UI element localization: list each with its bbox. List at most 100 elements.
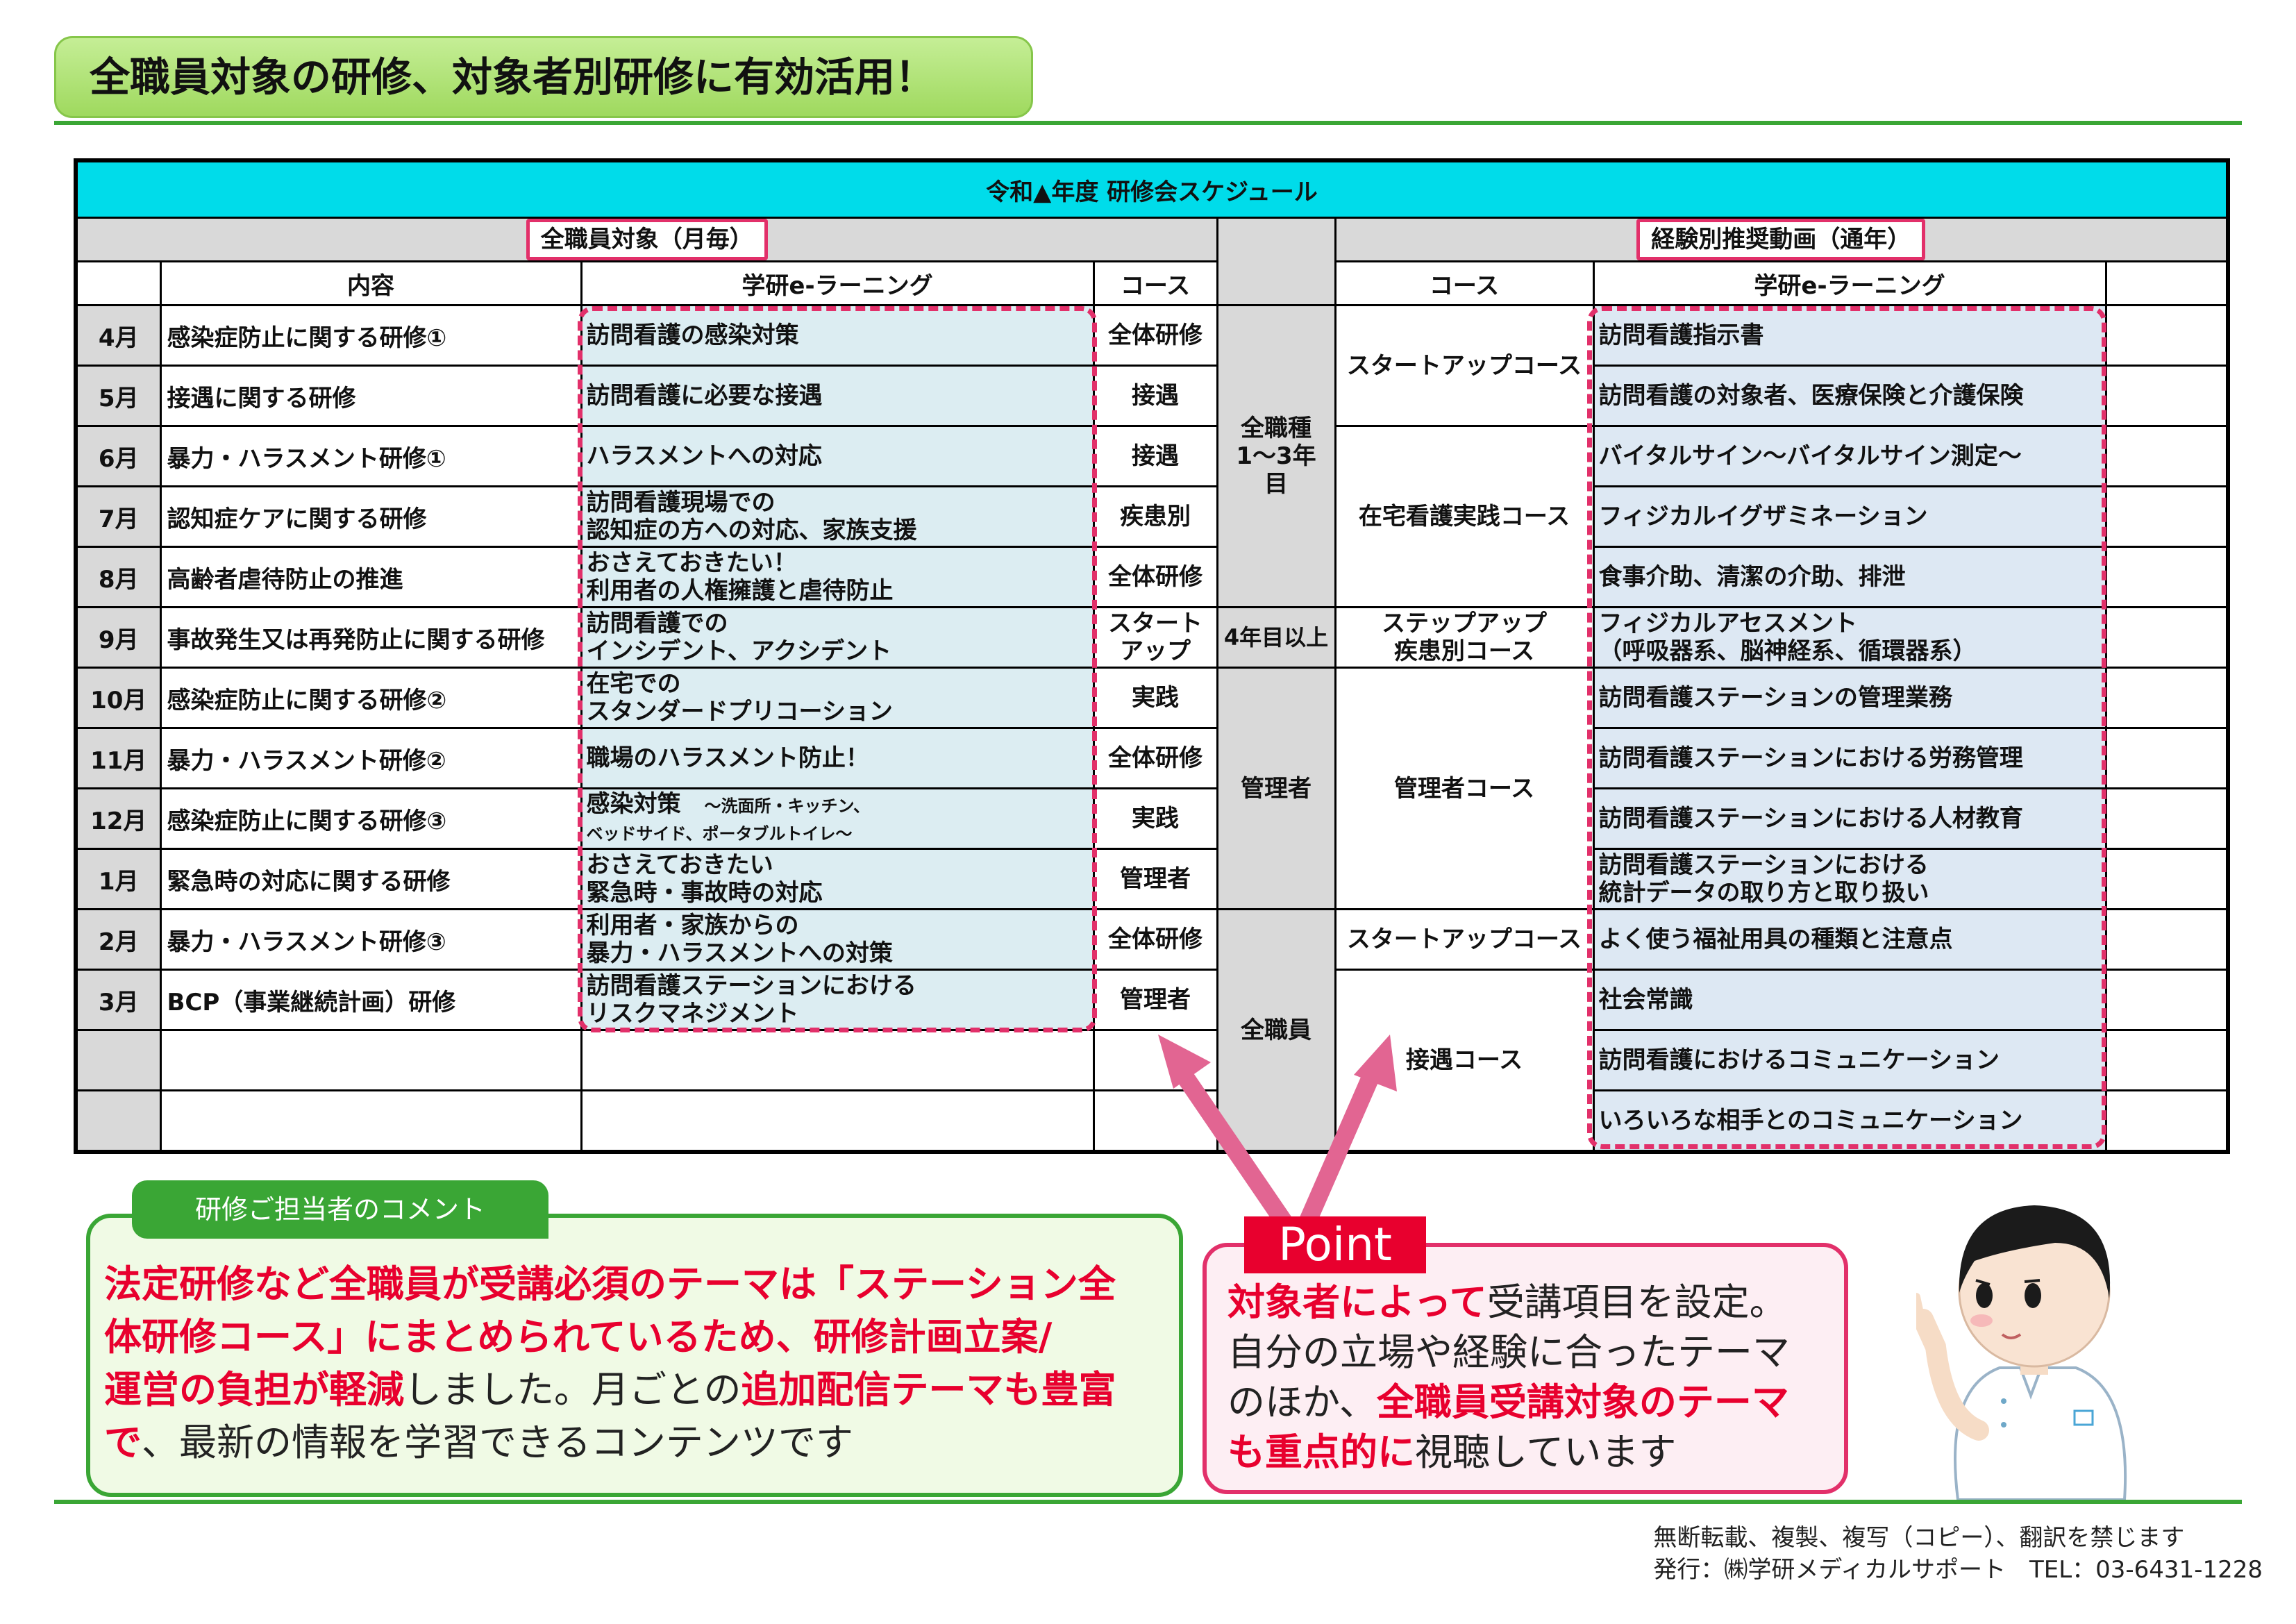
course-line: 接遇 [1132, 442, 1179, 470]
learning-line: 訪問看護ステーションにおける [586, 972, 916, 1000]
learning-cell: ハラスメントへの対応 [580, 425, 1095, 487]
right-course-cell: スタートアップコース [1334, 908, 1595, 971]
learning-line: ハラスメントへの対応 [586, 442, 822, 470]
table-row: 1月 緊急時の対応に関する研修 おさえておきたい 緊急時・事故時の対応 管理者 … [74, 848, 2229, 910]
video-cell: バイタルサイン～バイタルサイン測定～ [1592, 425, 2107, 487]
point-emphasis: 対象者によって [1227, 1280, 1487, 1324]
blank-cell [2104, 727, 2229, 789]
course-cell: 接遇 [1092, 425, 1218, 487]
comment-plain: しました。月ごとの [404, 1368, 741, 1412]
blank-cell [2104, 425, 2229, 487]
month-cell: 9月 [74, 606, 162, 669]
video-cell: 訪問看護ステーションにおける人材教育 [1592, 787, 2107, 850]
course-line: 管理者 [1120, 865, 1191, 893]
learning-line: 認知症の方への対応、家族支援 [586, 517, 917, 544]
footer: 無断転載、複製、複写（コピー）、翻訳を禁じます 発行：㈱学研メディカルサポート … [1653, 1522, 2263, 1586]
learning-line: 暴力・ハラスメントへの対策 [586, 939, 893, 967]
course-line: 全体研修 [1108, 563, 1203, 591]
video-line: フィジカルイグザミネーション [1598, 503, 1928, 530]
point-box [1203, 1243, 1848, 1494]
top-divider [54, 121, 2242, 125]
content-header: 内容 [159, 260, 583, 306]
learning-line: 利用者の人権擁護と虐待防止 [586, 577, 894, 605]
video-cell: 訪問看護ステーションにおける 統計データの取り方と取り扱い [1592, 848, 2107, 910]
learning-line: インシデント、アクシデント [586, 637, 892, 665]
blank-cell [2104, 667, 2229, 729]
topic-cell: 暴力・ハラスメント研修② [159, 727, 583, 789]
course-cell: 管理者 [1092, 969, 1218, 1031]
course-cell: 全体研修 [1092, 304, 1218, 367]
video-cell: フィジカルイグザミネーション [1592, 485, 2107, 548]
topic-cell [159, 1029, 583, 1091]
table-row: 9月 事故発生又は再発防止に関する研修 訪問看護での インシデント、アクシデント… [74, 606, 2229, 669]
comment-emphasis: 追加配信テーマも豊富 [741, 1368, 1116, 1412]
learning-cell: 利用者・家族からの 暴力・ハラスメントへの対策 [580, 908, 1095, 971]
video-cell: 訪問看護の対象者、医療保険と介護保険 [1592, 365, 2107, 427]
learning-line: 訪問看護での [586, 610, 728, 637]
topic-cell: 感染症防止に関する研修① [159, 304, 583, 367]
video-line: （呼吸器系、脳神経系、循環器系） [1598, 637, 1977, 665]
right-course-cell: ステップアップ 疾患別コース [1334, 606, 1595, 669]
topic-cell: 感染症防止に関する研修③ [159, 787, 583, 850]
comment-emphasis: 体研修コース」にまとめられているため、研修計画立案/ [104, 1315, 1053, 1359]
month-cell: 6月 [74, 425, 162, 487]
comment-box [86, 1214, 1183, 1497]
learning-sub: ベッドサイド、ポータブルトイレ～ [586, 823, 853, 844]
month-cell: 10月 [74, 667, 162, 729]
topic-cell [159, 1089, 583, 1153]
video-line: 訪問看護ステーションにおける労務管理 [1598, 744, 2023, 772]
right-course-header: コース [1334, 260, 1595, 306]
learning-cell: おさえておきたい 緊急時・事故時の対応 [580, 848, 1095, 910]
group-line: 全職種 [1241, 415, 1312, 442]
topic-cell: 暴力・ハラスメント研修① [159, 425, 583, 487]
table-row: 6月 暴力・ハラスメント研修① ハラスメントへの対応 接遇 在宅看護実践コース … [74, 425, 2229, 608]
table-row: 12月 感染症防止に関する研修③ 感染対策 ～洗面所・キッチン、 ベッドサイド、… [74, 787, 2229, 850]
learning-line: 訪問看護の感染対策 [586, 321, 799, 349]
video-line: 訪問看護ステーションにおける人材教育 [1598, 805, 2023, 832]
blank-cell [2104, 365, 2229, 427]
course-cell: 全体研修 [1092, 546, 1218, 608]
video-line: よく使う福祉用具の種類と注意点 [1598, 926, 1953, 953]
month-cell: 4月 [74, 304, 162, 367]
right-course-cell: スタートアップコース [1334, 304, 1595, 427]
table-row: 5月 接遇に関する研修 訪問看護に必要な接遇 接遇 訪問看護の対象者、医療保険と… [74, 365, 2229, 427]
left-section-label: 全職員対象（月毎） [526, 219, 768, 260]
video-line: 食事介助、清潔の介助、排泄 [1598, 563, 1906, 591]
learning-cell: 在宅での スタンダードプリコーション [580, 667, 1095, 729]
video-line: 社会常識 [1598, 986, 1693, 1014]
comment-plain: 、最新の情報を学習できるコンテンツです [142, 1421, 853, 1464]
video-line: バイタルサイン～バイタルサイン測定～ [1598, 442, 2022, 470]
table-row: 2月 暴力・ハラスメント研修③ 利用者・家族からの 暴力・ハラスメントへの対策 … [74, 908, 2229, 1153]
blank-cell [2104, 969, 2229, 1031]
table-title: 令和▲年度 研修会スケジュール [74, 159, 2229, 219]
learning-cell: 感染対策 ～洗面所・キッチン、 ベッドサイド、ポータブルトイレ～ [580, 787, 1095, 850]
month-cell: 2月 [74, 908, 162, 971]
comment-emphasis: で [104, 1421, 142, 1464]
learning-main: 感染対策 [586, 789, 681, 818]
video-line: 統計データの取り方と取り扱い [1598, 879, 1929, 907]
course-line: 全体研修 [1108, 744, 1203, 772]
point-plain: 自分の立場や経験に合ったテーマ [1227, 1330, 1790, 1374]
point-plain: 受講項目を設定。 [1486, 1280, 1787, 1324]
month-cell: 5月 [74, 365, 162, 427]
learning-cell: 訪問看護に必要な接遇 [580, 365, 1095, 427]
course-line: 疾患別 [1120, 503, 1191, 530]
course-cell: 管理者 [1092, 848, 1218, 910]
elearning-header: 学研e-ラーニング [580, 260, 1095, 306]
right-course-line: 疾患別コース [1393, 637, 1535, 665]
video-line: 訪問看護ステーションにおける [1598, 851, 1929, 879]
learning-line: 職場のハラスメント防止！ [586, 744, 869, 772]
learning-line: おさえておきたい！ [586, 549, 797, 577]
copyright-notice: 無断転載、複製、複写（コピー）、翻訳を禁じます [1653, 1524, 2185, 1552]
video-line: 訪問看護におけるコミュニケーション [1598, 1046, 2000, 1074]
course-line: スタート [1108, 610, 1203, 637]
course-cell: 疾患別 [1092, 485, 1218, 548]
month-cell: 7月 [74, 485, 162, 548]
course-line: アップ [1120, 637, 1191, 665]
table-row: 7月 認知症ケアに関する研修 訪問看護現場での 認知症の方への対応、家族支援 疾… [74, 485, 2229, 548]
learning-cell: 職場のハラスメント防止！ [580, 727, 1095, 789]
topic-cell: 感染症防止に関する研修② [159, 667, 583, 729]
video-cell: 社会常識 [1592, 969, 2107, 1031]
course-line: 実践 [1132, 684, 1179, 712]
learning-line: スタンダードプリコーション [586, 698, 893, 726]
